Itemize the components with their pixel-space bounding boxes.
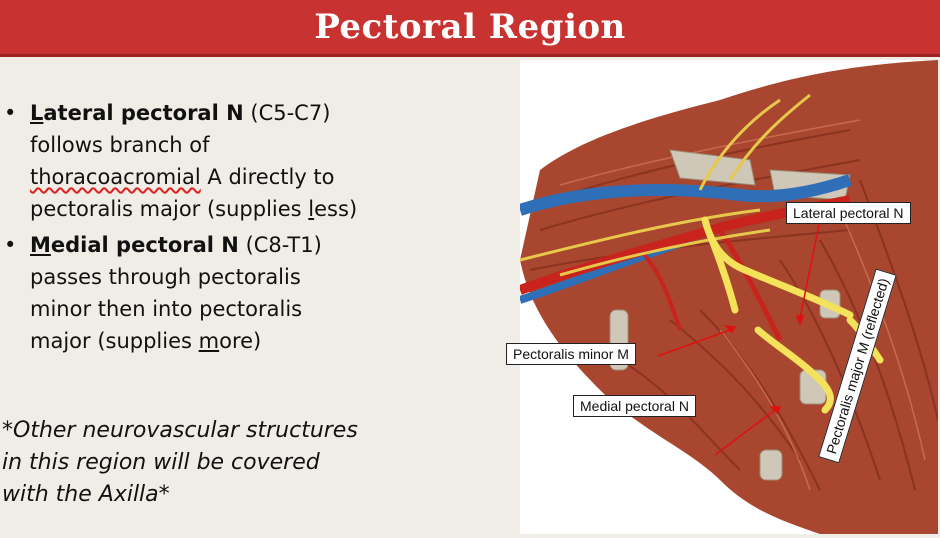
artery-branch [717,228,783,342]
bullet-heading: Medial pectoral N [30,233,239,257]
slide-content: • Lateral pectoral N (C5-C7) follows bra… [0,57,940,538]
bullet-text: pectoralis major (supplies less) [30,197,358,221]
vein [518,174,852,216]
misspelled-word: thoracoacromial [30,165,201,189]
label-medial-pectoral-n: Medial pectoral N [573,395,696,417]
label-pectoralis-minor-m: Pectoralis minor M [506,343,636,365]
spinal-levels: (C8-T1) [245,233,322,257]
bullet-dot: • [4,101,17,125]
spinal-levels: (C5-C7) [250,101,331,125]
slide-title: Pectoral Region [314,7,626,47]
artery-branch [638,248,682,331]
bullet-list: • Lateral pectoral N (C5-C7) follows bra… [0,97,410,361]
small-nerves [519,93,811,277]
bullet-text: follows branch of [30,133,210,157]
label-lateral-pectoral-n: Lateral pectoral N [786,202,911,224]
bullet-text: passes through pectoralis [30,265,301,289]
bullet-medial-pectoral: • Medial pectoral N (C8-T1) passes throu… [0,229,410,357]
bullet-lateral-pectoral: • Lateral pectoral N (C5-C7) follows bra… [0,97,410,225]
bullet-heading: Lateral pectoral N [30,101,244,125]
bullet-text: major (supplies more) [30,329,262,353]
bullet-text: minor then into pectoralis [30,297,303,321]
title-bar: Pectoral Region [0,0,940,57]
footnote: *Other neurovascular structures in this … [2,418,358,507]
bullet-dot: • [4,233,17,257]
anatomy-figure: Lateral pectoral N Pectoralis minor M Me… [506,60,939,534]
bullet-text: A directly to [207,165,335,189]
